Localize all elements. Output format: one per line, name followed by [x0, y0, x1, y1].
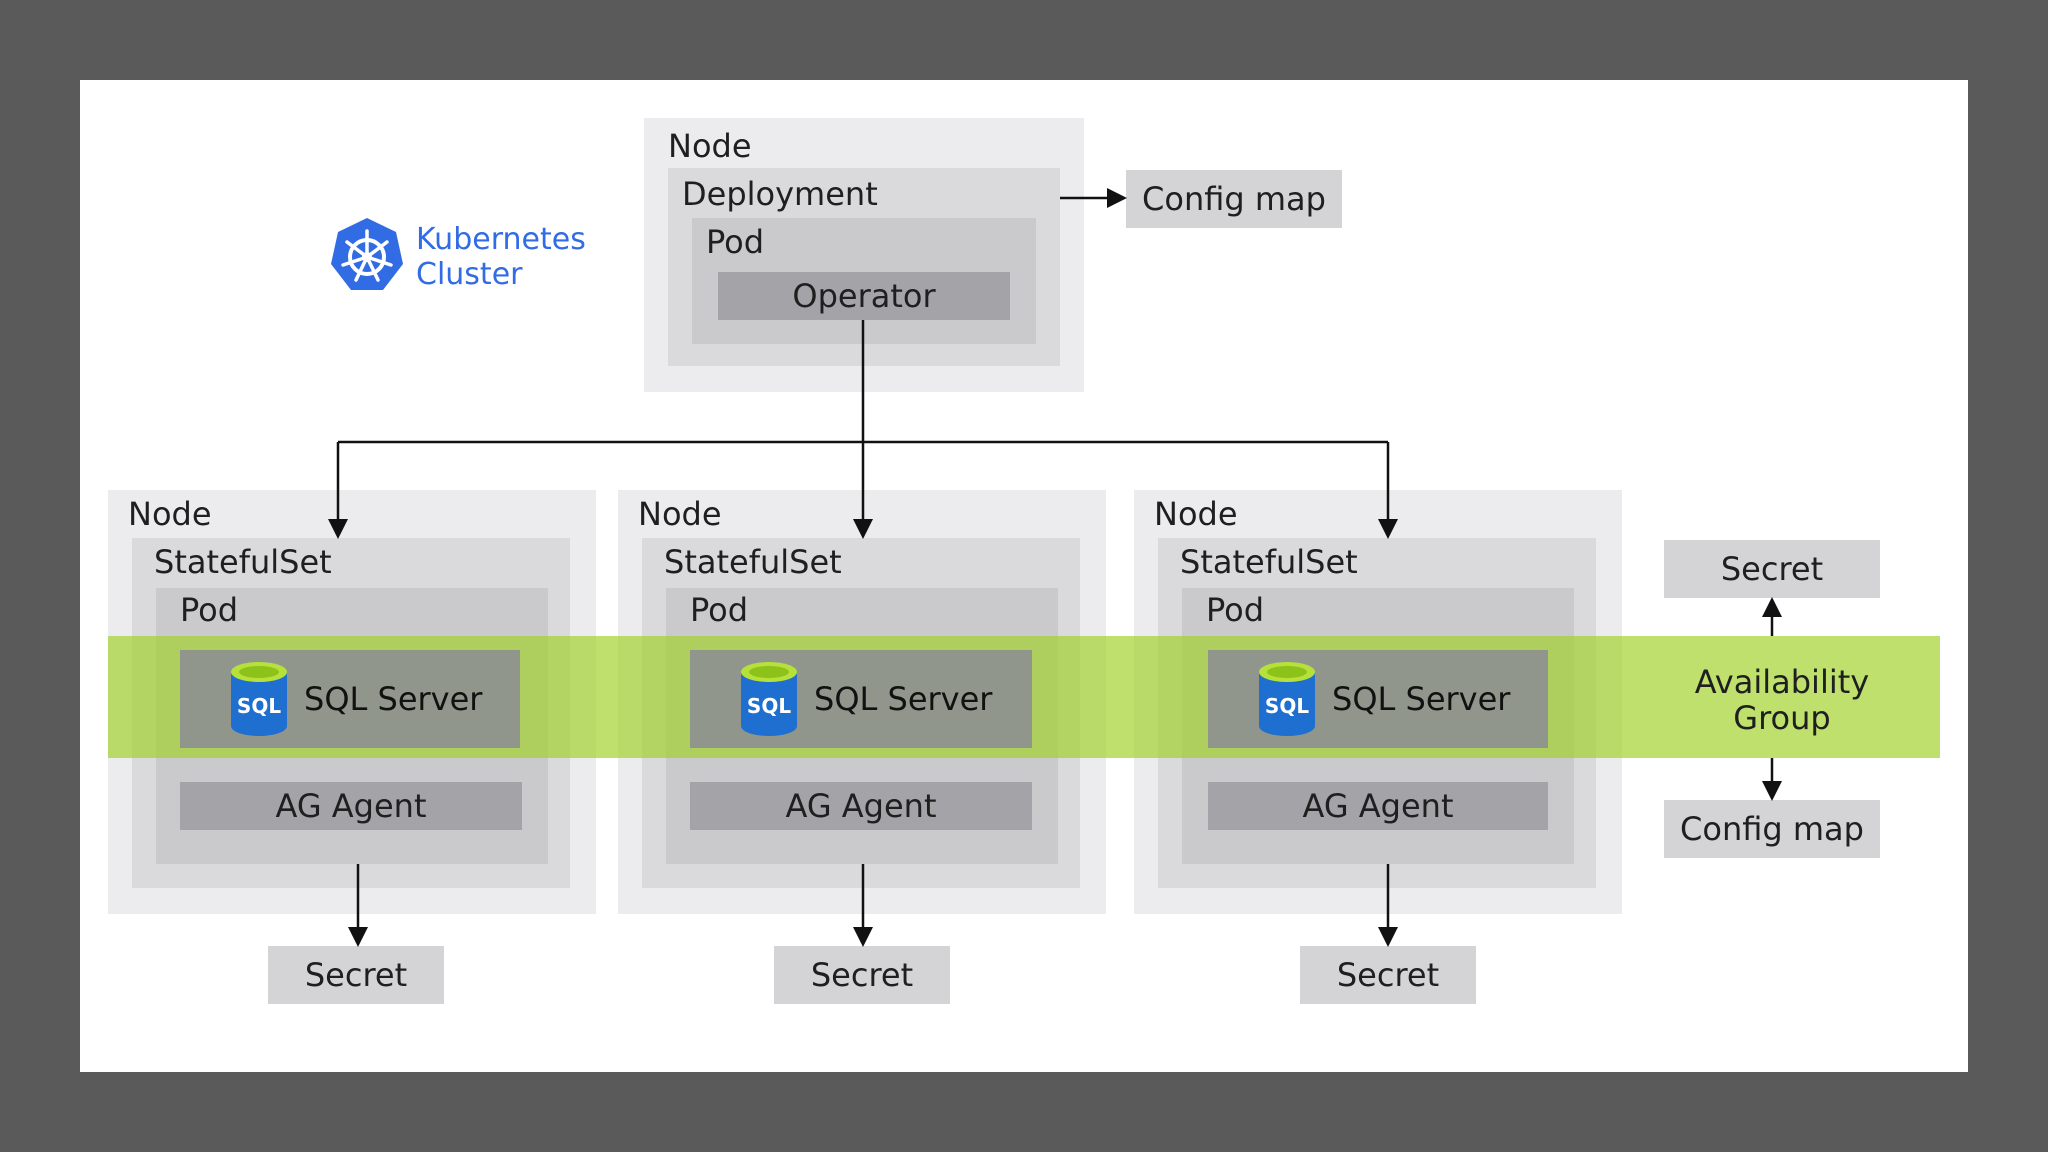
sql-server-1-box: SQL SQL Server	[180, 650, 520, 748]
statefulset-2-label: StatefulSet	[664, 543, 842, 581]
kubernetes-helm-icon	[331, 218, 403, 290]
sql-server-2-label: SQL Server	[814, 680, 993, 718]
operator-box: Operator	[718, 272, 1010, 320]
sql-node-2-label: Node	[638, 495, 722, 533]
sql-node-3-label: Node	[1154, 495, 1238, 533]
top-config-map-box: Config map	[1126, 170, 1342, 228]
sql-database-icon: SQL	[231, 662, 287, 736]
pod-1-label: Pod	[180, 591, 239, 629]
sql-icon-text: SQL	[1265, 694, 1309, 718]
sql-node-1-label: Node	[128, 495, 212, 533]
sql-icon-text: SQL	[237, 694, 281, 718]
ag-config-map-box: Config map	[1664, 800, 1880, 858]
secret-2-box: Secret	[774, 946, 950, 1004]
deployment-label: Deployment	[682, 175, 878, 213]
diagram-canvas: Kubernetes Cluster Node Deployment Pod O…	[80, 80, 1968, 1072]
cluster-label: Kubernetes Cluster	[416, 222, 586, 292]
operator-node-label: Node	[668, 127, 752, 165]
secret-3-box: Secret	[1300, 946, 1476, 1004]
availability-group-label: Availability Group	[1674, 664, 1890, 736]
pod-2-label: Pod	[690, 591, 749, 629]
ag-agent-1-box: AG Agent	[180, 782, 522, 830]
secret-1-box: Secret	[268, 946, 444, 1004]
sql-server-2-box: SQL SQL Server	[690, 650, 1032, 748]
sql-database-icon: SQL	[1259, 662, 1315, 736]
ag-agent-2-box: AG Agent	[690, 782, 1032, 830]
sql-server-3-box: SQL SQL Server	[1208, 650, 1548, 748]
availability-group-label-line1: Availability	[1694, 663, 1870, 701]
sql-server-1-label: SQL Server	[304, 680, 483, 718]
sql-server-3-label: SQL Server	[1332, 680, 1511, 718]
cluster-label-line2: Cluster	[416, 257, 523, 292]
statefulset-1-label: StatefulSet	[154, 543, 332, 581]
operator-pod-label: Pod	[706, 223, 765, 261]
ag-secret-box: Secret	[1664, 540, 1880, 598]
pod-3-label: Pod	[1206, 591, 1265, 629]
statefulset-3-label: StatefulSet	[1180, 543, 1358, 581]
ag-agent-3-box: AG Agent	[1208, 782, 1548, 830]
sql-icon-text: SQL	[747, 694, 791, 718]
availability-group-label-line2: Group	[1733, 699, 1831, 737]
kubernetes-cluster-badge: Kubernetes Cluster	[328, 216, 586, 296]
cluster-label-line1: Kubernetes	[416, 222, 586, 257]
sql-database-icon: SQL	[741, 662, 797, 736]
